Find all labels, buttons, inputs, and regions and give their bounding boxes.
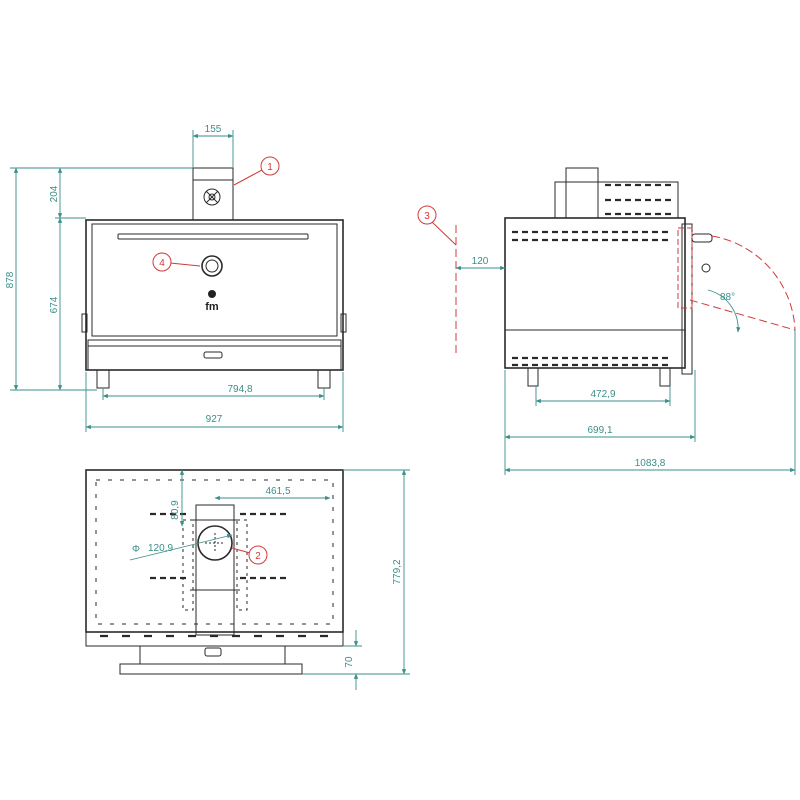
chimney-emblem-icon <box>203 188 221 206</box>
callout-4 <box>152 252 172 272</box>
top-knob <box>204 647 222 657</box>
side-body <box>504 217 686 369</box>
dim-diameter-symbol: Φ <box>132 544 140 555</box>
dim-front-total-width: 927 <box>206 414 223 425</box>
dim-top-offset-h: 461,5 <box>265 486 290 497</box>
front-hinge-left <box>81 313 88 333</box>
callout-3 <box>417 205 437 225</box>
dim-front-body-height: 674 <box>49 296 60 313</box>
door-swing-arc <box>711 235 796 331</box>
svg-text:fm: fm <box>205 301 219 313</box>
front-handle-bar <box>117 233 309 240</box>
front-foot-left <box>96 369 110 389</box>
front-drawer <box>87 339 342 371</box>
svg-text:1: 1 <box>267 162 273 173</box>
top-rail <box>119 663 303 675</box>
side-door-profile <box>681 223 693 375</box>
side-foot-right <box>659 367 671 387</box>
top-flue-column <box>195 504 235 636</box>
dim-side-offset: 120 <box>472 256 489 267</box>
dim-chimney-height: 204 <box>49 185 60 202</box>
dim-front-total-height: 878 <box>5 271 16 288</box>
side-knob <box>701 263 711 273</box>
dim-top-offset-v: 80,9 <box>170 500 181 520</box>
dim-front-feet-span: 794,8 <box>227 384 252 395</box>
side-handle <box>691 233 713 243</box>
side-vents <box>512 230 670 367</box>
dim-door-angle: 88° <box>720 292 735 303</box>
svg-text:4: 4 <box>159 258 165 269</box>
side-view: 88° 3 120 472,9 699,1 1083,8 <box>417 167 796 475</box>
front-door <box>91 223 338 337</box>
brand-logo: fm <box>205 290 219 313</box>
dim-side-feet-span: 472,9 <box>590 389 615 400</box>
dim-top-rail: 70 <box>344 656 355 668</box>
dim-top-flue-diameter: 120,9 <box>148 543 173 554</box>
side-top-vents <box>605 183 672 216</box>
svg-text:2: 2 <box>255 551 261 562</box>
front-drawer-handle <box>203 351 223 359</box>
dim-side-body-depth: 699,1 <box>587 425 612 436</box>
callout-1 <box>260 156 280 176</box>
dim-top-total-depth: 779,2 <box>392 559 403 584</box>
side-foot-left <box>527 367 539 387</box>
callout-2 <box>248 545 268 565</box>
svg-text:3: 3 <box>424 211 430 222</box>
front-foot-right <box>317 369 331 389</box>
top-front-edge <box>85 631 344 647</box>
front-knob <box>201 255 223 277</box>
side-chimney <box>565 167 599 219</box>
dim-chimney-width: 155 <box>205 124 222 135</box>
front-hinge-right <box>340 313 347 333</box>
dim-side-total-depth: 1083,8 <box>635 458 666 469</box>
top-view: 461,5 80,9 Φ 120,9 2 779,2 70 <box>85 469 410 690</box>
front-view: fm 155 878 204 674 794,8 <box>5 124 347 432</box>
